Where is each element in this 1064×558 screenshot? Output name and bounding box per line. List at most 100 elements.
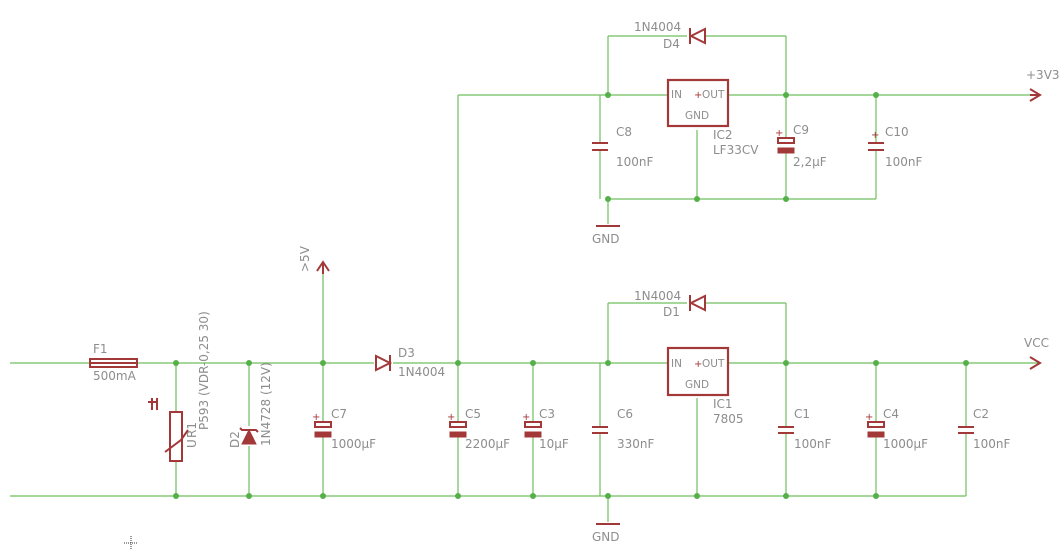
component-value: 1N4004 bbox=[398, 365, 445, 379]
regulator-icon bbox=[666, 346, 730, 397]
capacitor-minus-plate bbox=[524, 431, 542, 438]
component-value: 100nF bbox=[616, 155, 654, 169]
diode-icon bbox=[375, 354, 393, 372]
capacitor-minus-plate bbox=[449, 431, 467, 438]
component-name: C7 bbox=[331, 407, 347, 421]
pin-gnd: GND bbox=[685, 379, 709, 391]
junction-dot bbox=[246, 493, 252, 499]
junction-dot bbox=[320, 493, 326, 499]
supply-5v: >5V bbox=[298, 245, 330, 274]
regulator-ic1[interactable]: IN + OUT GND IC1 7805 bbox=[666, 346, 744, 426]
component-name: C9 bbox=[793, 123, 809, 137]
component-value: 1000µF bbox=[883, 437, 928, 451]
junction-dot bbox=[694, 493, 700, 499]
supply-vcc: VCC bbox=[1024, 336, 1049, 370]
capacitor-c2[interactable]: C2 100nF bbox=[958, 407, 1011, 451]
component-value: 100nF bbox=[973, 437, 1011, 451]
component-value: P593 (VDR-0,25 30) bbox=[197, 311, 211, 430]
component-name: C5 bbox=[465, 407, 481, 421]
junction-dot bbox=[783, 493, 789, 499]
polarized-capacitor-icon bbox=[314, 421, 332, 428]
component-name: IC1 bbox=[713, 397, 733, 411]
junctions bbox=[173, 92, 969, 499]
net-label-gnd-bottom: GND bbox=[592, 530, 620, 544]
net-label-3v3: +3V3 bbox=[1026, 68, 1060, 82]
polarized-capacitor-icon bbox=[449, 421, 467, 428]
component-value: 1N4004 bbox=[634, 289, 681, 303]
resistor-icon bbox=[169, 411, 183, 462]
pin-out: OUT bbox=[702, 358, 725, 370]
junction-dot bbox=[605, 196, 611, 202]
junction-dot bbox=[783, 360, 789, 366]
arrow-right-icon bbox=[1029, 356, 1042, 370]
capacitor-c3[interactable]: + C3 10µF bbox=[522, 407, 569, 451]
regulator-icon bbox=[666, 78, 730, 128]
component-value: 2200µF bbox=[465, 437, 510, 451]
net-label-gnd-top: GND bbox=[592, 232, 620, 246]
component-value: 2,2µF bbox=[793, 155, 827, 169]
component-value: 500mA bbox=[93, 369, 137, 383]
supply-3v3: +3V3 bbox=[1026, 68, 1060, 102]
net-label-5v: >5V bbox=[298, 245, 312, 272]
component-name: C4 bbox=[883, 407, 899, 421]
regulator-ic2[interactable]: IN + OUT GND IC2 LF33CV bbox=[666, 78, 759, 157]
component-name: C8 bbox=[616, 125, 632, 139]
pin-out: OUT bbox=[702, 89, 725, 101]
component-value: 10µF bbox=[539, 437, 569, 451]
fuse-f1[interactable]: F1 500mA bbox=[89, 342, 138, 383]
varistor-marking: U bbox=[185, 439, 199, 448]
diode-d1[interactable]: 1N4004 D1 bbox=[634, 289, 706, 319]
capacitor-c6[interactable]: C6 330nF bbox=[592, 407, 655, 451]
junction-dot bbox=[873, 92, 879, 98]
varistor-slash bbox=[164, 429, 189, 453]
junction-dot bbox=[455, 493, 461, 499]
diode-icon bbox=[688, 27, 706, 45]
capacitor-c7[interactable]: + C7 1000µF bbox=[312, 407, 376, 451]
junction-dot bbox=[783, 196, 789, 202]
junction-dot bbox=[694, 196, 700, 202]
component-value: 330nF bbox=[617, 437, 655, 451]
net-label-vcc: VCC bbox=[1024, 336, 1049, 350]
diode-d4[interactable]: 1N4004 D4 bbox=[634, 20, 706, 51]
component-name: R1 bbox=[185, 422, 199, 438]
capacitor-minus-plate bbox=[867, 431, 885, 438]
varistor-r1[interactable]: R1 P593 (VDR-0,25 30) U bbox=[148, 311, 211, 462]
pin-gnd: GND bbox=[685, 110, 709, 122]
component-name: C10 bbox=[885, 125, 909, 139]
plus-sign-icon: + bbox=[312, 412, 320, 423]
capacitor-c8[interactable]: C8 100nF bbox=[592, 125, 654, 169]
capacitor-c9[interactable]: + C9 2,2µF bbox=[775, 123, 827, 169]
component-value: 1N4728 (12V) bbox=[259, 362, 273, 446]
junction-dot bbox=[605, 493, 611, 499]
arrow-up-icon bbox=[316, 260, 330, 274]
zener-d2[interactable]: D2 1N4728 (12V) bbox=[228, 362, 273, 448]
capacitor-c10[interactable]: + C10 100nF bbox=[868, 125, 923, 169]
wires bbox=[10, 35, 1040, 522]
junction-dot bbox=[455, 360, 461, 366]
component-value: LF33CV bbox=[713, 143, 759, 157]
component-value: 100nF bbox=[794, 437, 832, 451]
junction-dot bbox=[873, 493, 879, 499]
junction-dot bbox=[246, 360, 252, 366]
diode-d3[interactable]: D3 1N4004 bbox=[375, 346, 445, 379]
junction-dot bbox=[605, 360, 611, 366]
capacitor-c1[interactable]: C1 100nF bbox=[778, 407, 832, 451]
junction-dot bbox=[783, 92, 789, 98]
gnd-symbol-top: GND bbox=[592, 225, 620, 246]
junction-dot bbox=[530, 493, 536, 499]
gnd-symbol-bottom: GND bbox=[592, 523, 620, 544]
diode-icon bbox=[688, 294, 706, 312]
polarized-capacitor-icon bbox=[777, 137, 795, 144]
arrow-right-icon bbox=[1029, 88, 1042, 102]
component-name: D3 bbox=[398, 346, 415, 360]
plus-sign-icon: + bbox=[871, 130, 879, 141]
capacitor-c4[interactable]: + C4 1000µF bbox=[865, 407, 928, 451]
pin-in: IN bbox=[671, 358, 682, 370]
component-name: C6 bbox=[617, 407, 633, 421]
capacitor-c5[interactable]: + C5 2200µF bbox=[447, 407, 510, 451]
polarized-capacitor-icon bbox=[867, 421, 885, 428]
component-name: C1 bbox=[794, 407, 810, 421]
plus-sign-icon: + bbox=[775, 128, 783, 139]
polarized-capacitor-icon bbox=[524, 421, 542, 428]
